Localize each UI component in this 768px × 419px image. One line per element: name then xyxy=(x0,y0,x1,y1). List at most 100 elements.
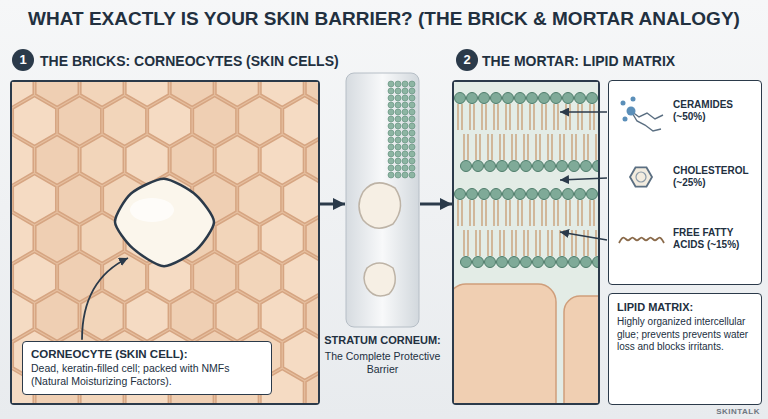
lipid-head-dot xyxy=(395,172,401,178)
lipid-tail xyxy=(473,104,474,130)
lipid-head xyxy=(509,257,520,268)
corneocyte-callout: CORNEOCYTE (SKIN CELL):Dead, keratin-fil… xyxy=(22,341,272,395)
lipid-head-dot xyxy=(388,158,394,164)
lipid-tail xyxy=(467,134,468,160)
lipid-tail xyxy=(581,104,582,130)
skin-cell xyxy=(81,136,123,185)
lipid-head xyxy=(479,93,490,104)
skin-cell xyxy=(216,214,258,263)
corneocyte-brick xyxy=(564,296,598,403)
watermark: SKINTALK xyxy=(716,407,760,416)
lipid-head xyxy=(467,189,478,200)
lipid-tail xyxy=(547,230,548,256)
lipid-head xyxy=(545,257,556,268)
lipid-tail xyxy=(527,134,528,160)
skin-cell xyxy=(58,97,100,146)
lipid-head-dot xyxy=(402,130,408,136)
lipid-tail xyxy=(497,200,498,226)
lipid-tail xyxy=(497,104,498,130)
lipid-head-dot xyxy=(402,172,408,178)
lipid-head-dot xyxy=(388,172,394,178)
lipid-name: CERAMIDES (~50%) xyxy=(673,99,757,123)
lipid-tail xyxy=(481,104,482,130)
lipid-head-dot xyxy=(388,165,394,171)
lipid-tail xyxy=(479,230,480,256)
skin-cell xyxy=(36,214,78,263)
lipid-tail xyxy=(487,134,488,160)
lipid-tail xyxy=(493,104,494,130)
lipid-tail xyxy=(539,134,540,160)
lipid-head-dot xyxy=(388,123,394,129)
lipid-head-dot xyxy=(395,144,401,150)
lipid-head-dot xyxy=(388,88,394,94)
lipid-head xyxy=(485,161,496,172)
lipid-head-dot xyxy=(402,158,408,164)
lipid-head-dot xyxy=(395,158,401,164)
column-heading: STRATUM CORNEUM: xyxy=(323,334,442,346)
lipid-head xyxy=(503,93,514,104)
lipid-head xyxy=(557,161,568,172)
ceramide-icon xyxy=(621,101,626,106)
lipid-head xyxy=(503,189,514,200)
skin-cell xyxy=(171,292,213,341)
lipid-tail xyxy=(457,104,458,130)
lipid-head xyxy=(497,257,508,268)
lipid-head-dot xyxy=(402,95,408,101)
skin-cell xyxy=(193,97,235,146)
lipid-tail xyxy=(475,134,476,160)
lipid-head xyxy=(575,93,586,104)
lipid-tail xyxy=(529,104,530,130)
ceramide-icon xyxy=(627,107,636,116)
lipid-tail xyxy=(469,200,470,226)
lipid-tail xyxy=(487,230,488,256)
leader-line xyxy=(82,258,128,340)
lipid-tail xyxy=(577,104,578,130)
lipid-head xyxy=(593,257,599,268)
lipid-tail xyxy=(583,134,584,160)
stratum-column-illustration xyxy=(345,72,420,328)
lipid-head-dot xyxy=(395,123,401,129)
lipid-tail xyxy=(545,200,546,226)
skin-cell xyxy=(126,136,168,185)
lipid-head xyxy=(575,189,586,200)
lipid-tail xyxy=(517,200,518,226)
corneocyte-brick xyxy=(454,284,556,403)
lipid-head-dot xyxy=(409,151,415,157)
leader-line xyxy=(560,178,607,180)
lipid-tail xyxy=(583,230,584,256)
cholesterol-icon xyxy=(636,172,646,182)
lipid-head-dot xyxy=(409,130,415,136)
lipid-head xyxy=(527,189,538,200)
lipid-head xyxy=(533,257,544,268)
skin-cell xyxy=(261,136,303,185)
lipid-tail xyxy=(509,104,510,130)
lipid-tail xyxy=(503,230,504,256)
mortar-panel: THE MORTAR: LIPID MATRIX xyxy=(452,80,600,405)
corneocyte-highlight xyxy=(115,179,214,267)
lipid-head-dot xyxy=(395,130,401,136)
lipid-tail xyxy=(547,134,548,160)
lipid-tail xyxy=(541,200,542,226)
lipid-head xyxy=(485,257,496,268)
lipid-head-dot xyxy=(388,130,394,136)
lipid-tail xyxy=(515,134,516,160)
skin-cell xyxy=(148,97,190,146)
box-heading: LIPID MATRIX: xyxy=(617,301,753,313)
lipid-head xyxy=(455,189,466,200)
skin-cell xyxy=(13,175,55,224)
lipid-tail xyxy=(587,134,588,160)
flow-arrow xyxy=(420,203,452,206)
column-body: The Complete Protective Barrier xyxy=(323,350,442,375)
lipid-tail xyxy=(509,200,510,226)
lipid-head-dot xyxy=(402,123,408,129)
lipid-head xyxy=(461,161,472,172)
lipid-head xyxy=(467,93,478,104)
callout-heading: CORNEOCYTE (SKIN CELL): xyxy=(31,348,263,360)
lipid-tail xyxy=(505,104,506,130)
leader-line xyxy=(560,232,607,240)
skin-cell xyxy=(171,136,213,185)
lipid-head xyxy=(539,189,550,200)
lipid-tail xyxy=(535,134,536,160)
skin-cell xyxy=(283,331,318,380)
lipid-tail xyxy=(515,230,516,256)
